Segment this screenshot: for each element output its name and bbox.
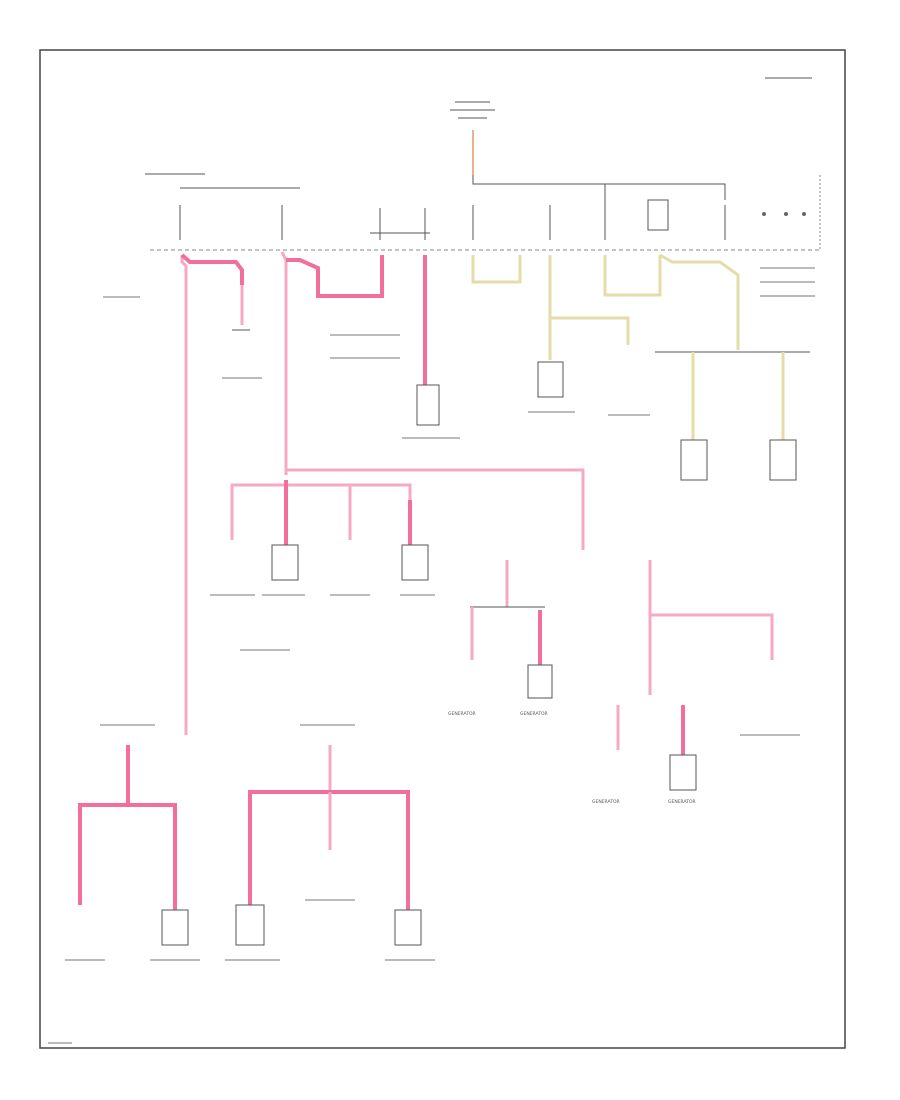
tan-component-3 [769, 439, 797, 481]
generator-label-3: GENERATOR [592, 799, 620, 805]
fuse-row [179, 199, 806, 240]
wire-trunk-2-loop [286, 255, 384, 298]
transducer-component [416, 384, 440, 426]
generator-label-4: GENERATOR [668, 799, 696, 805]
wire-tan-2 [548, 255, 630, 345]
wire-mid-distribution [284, 468, 585, 550]
wire-bl-bus [78, 803, 177, 910]
wire-right-lower-branch [650, 613, 774, 660]
wire-tan-3 [603, 255, 662, 297]
generator-d-component [669, 754, 697, 791]
wire-trunk-2 [280, 251, 288, 475]
mid-right-component [401, 544, 429, 581]
bottom-mid-left-component [235, 904, 265, 946]
generator-label-1: GENERATOR [448, 711, 476, 717]
diagram-frame [39, 49, 846, 1049]
center-component [271, 544, 299, 581]
generator-label-2: GENERATOR [520, 711, 548, 717]
tan-component-1 [537, 361, 564, 398]
label-stubs [48, 267, 815, 1044]
tan-component-2 [680, 439, 708, 481]
top-bus-bar [472, 175, 726, 200]
wire-tan-1 [471, 255, 522, 284]
bottom-mid-right-component [394, 909, 422, 946]
wire-tan-4 [659, 253, 740, 350]
wire-left-main [180, 255, 188, 735]
wire-mid-left [230, 483, 286, 540]
wire-left-branch [180, 253, 244, 285]
generator-b-component [527, 664, 553, 699]
bottom-left-component [161, 909, 189, 946]
wire-mid-3 [286, 483, 352, 540]
wire-mid-distribution-2 [286, 483, 412, 540]
